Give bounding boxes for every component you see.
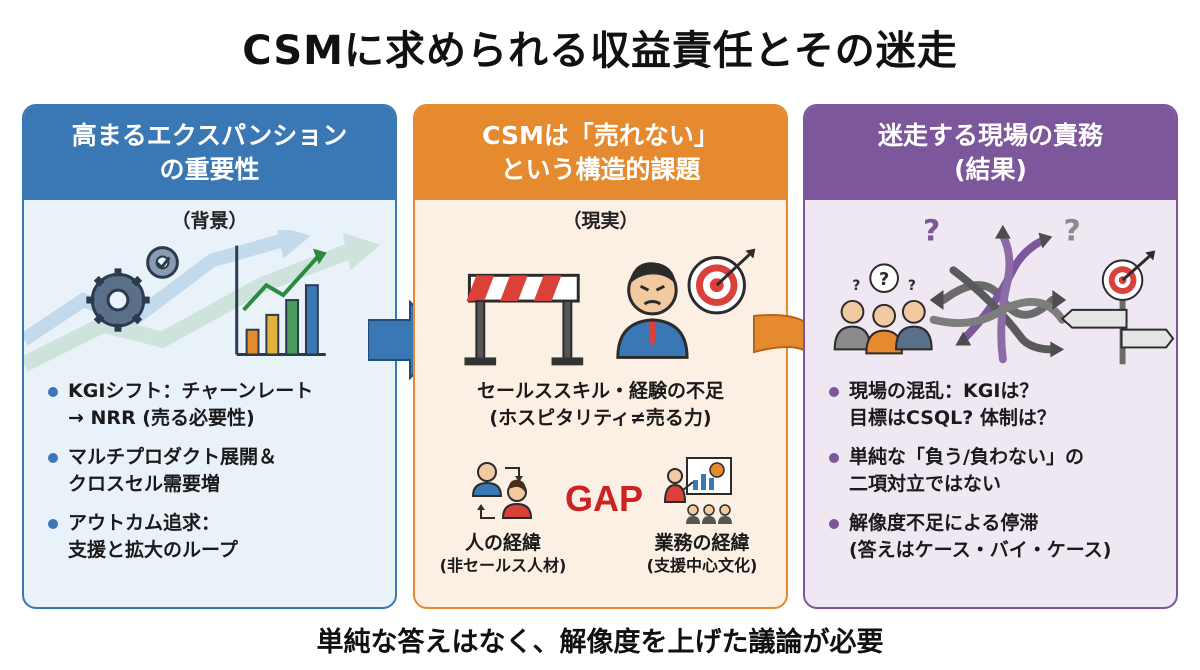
barrier-icon (464, 273, 584, 366)
page-title: CSMに求められる収益責任とその迷走 (242, 28, 958, 74)
svg-text:?: ? (852, 278, 860, 294)
growth-bar-chart-icon (235, 245, 327, 356)
panel-subtitle: （現実） (562, 210, 639, 232)
people-swap-icon (471, 462, 533, 519)
tangled-arrows-icon (929, 231, 1067, 364)
signpost-target-icon (1060, 250, 1175, 365)
growth-illustration (24, 230, 381, 372)
svg-text:?: ? (1064, 213, 1081, 248)
panel-heading-line2: という構造的課題 (500, 155, 701, 184)
presenter-icon (663, 457, 732, 524)
list-item: マルチプロダクト展開＆ クロスセル需要増 (42, 444, 387, 498)
people-history-label: 人の経緯 (非セールス人材) (439, 532, 567, 575)
svg-text:?: ? (923, 213, 940, 248)
panel-subtitle: （背景） (171, 210, 248, 232)
list-item: 現場の混乱：KGIは？ 目標はCSQL? 体制は？ (823, 378, 1168, 432)
rising-arrows-icon (24, 230, 381, 372)
panel-heading-line2: の重要性 (159, 155, 260, 184)
panel-expansion: 高まるエクスパンション の重要性 （背景） (22, 104, 397, 609)
frustrated-person-icon (616, 262, 689, 359)
confused-team-icon: ? ? ? ? ? (833, 213, 1081, 355)
svg-text:?: ? (908, 278, 916, 294)
panel-heading-line1: 高まるエクスパンション (71, 121, 348, 150)
reality-illustration (464, 248, 756, 366)
skill-gap-text: セールススキル・経験の不足 (ホスピタリティ≠売る力) (476, 380, 724, 429)
gap-label: GAP (565, 478, 644, 519)
footer-conclusion: 単純な答えはなく、解像度を上げた議論が必要 (316, 627, 884, 658)
tangled-arrow-heads (929, 224, 1067, 358)
list-item: 解像度不足による停滞 (答えはケース・バイ・ケース) (823, 510, 1168, 564)
list-item: 単純な「負う/負わない」の 二項対立ではない (823, 444, 1168, 498)
panel-structural-issue: CSMは「売れない」 という構造的課題 （現実） (413, 104, 788, 609)
bullet-list: KGIシフト：チャーンレート → NRR (売る必要性) マルチプロダクト展開＆… (42, 378, 387, 576)
bullet-list: 現場の混乱：KGIは？ 目標はCSQL? 体制は？ 単純な「負う/負わない」の … (823, 378, 1168, 576)
panel-header: 高まるエクスパンション の重要性 (24, 106, 395, 200)
list-item: KGIシフト：チャーンレート → NRR (売る必要性) (42, 378, 387, 432)
panel-heading-line2: (結果) (954, 155, 1027, 184)
business-history-label: 業務の経緯 (支援中心文化) (646, 532, 758, 575)
gears-icon (86, 246, 179, 332)
confusion-illustration: ? ? ? ? ? (833, 213, 1175, 365)
panel-heading-line1: 迷走する現場の責務 (877, 121, 1103, 150)
panel-heading-line1: CSMは「売れない」 (482, 121, 719, 150)
svg-text:?: ? (879, 269, 889, 290)
list-item: アウトカム追求： 支援と拡大のループ (42, 510, 387, 564)
panel-confusion: 迷走する現場の責務 (結果) ? ? ? ? ? (803, 104, 1178, 609)
target-icon (687, 248, 756, 315)
panel-header: CSMは「売れない」 という構造的課題 (415, 106, 786, 200)
panel-header: 迷走する現場の責務 (結果) (805, 106, 1176, 200)
